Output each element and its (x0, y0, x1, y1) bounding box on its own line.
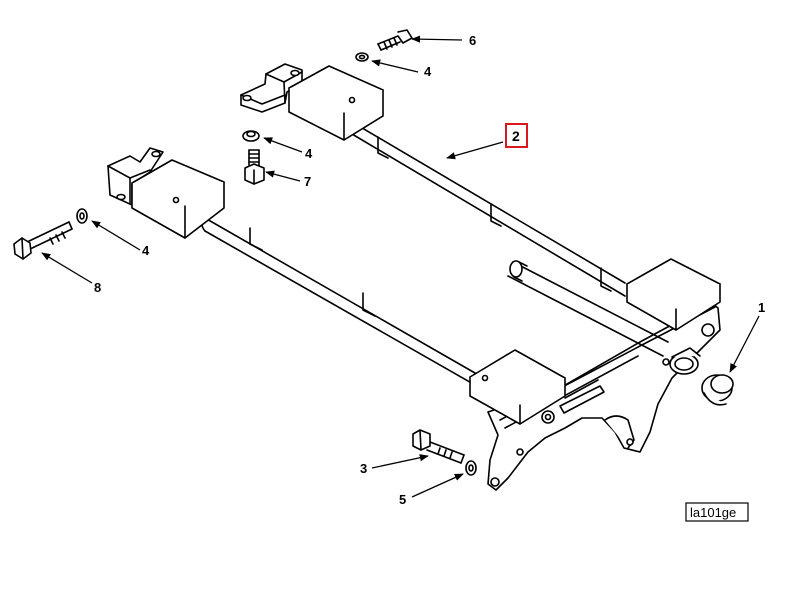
front-bearing-block (107, 147, 225, 239)
leader-2 (446, 141, 504, 160)
callout-6: 6 (469, 33, 476, 48)
screw-8 (13, 221, 73, 260)
callout-1: 1 (758, 300, 765, 315)
right-rear-bearing-block (626, 258, 721, 331)
figure-id-box: la101ge (685, 502, 749, 522)
callout-4b: 4 (305, 146, 313, 161)
back-bearing-block (240, 63, 384, 141)
callout-4a: 4 (424, 64, 432, 79)
leader-7 (265, 170, 301, 182)
highlight-box (505, 123, 528, 148)
leader-1 (729, 315, 760, 373)
leader-5 (411, 473, 464, 498)
screw-6 (377, 29, 413, 51)
leader-6 (411, 35, 463, 43)
screw-3 (412, 429, 465, 464)
figure-id: la101ge (690, 505, 736, 520)
callout-3: 3 (360, 461, 367, 476)
cross-shaft (507, 260, 701, 375)
leader-lines (41, 35, 760, 498)
callout-8: 8 (94, 280, 101, 295)
leader-4c (91, 220, 141, 251)
callout-7: 7 (304, 174, 311, 189)
leader-4a (371, 59, 419, 73)
back-guide-rod (348, 121, 626, 297)
callout-5: 5 (399, 492, 406, 507)
leader-8 (41, 252, 93, 284)
callout-4c: 4 (142, 243, 150, 258)
end-cap (701, 374, 734, 406)
right-front-bearing-block (469, 349, 566, 425)
washer-4b (242, 130, 260, 142)
washer-4c (76, 208, 88, 224)
leader-3 (371, 454, 429, 469)
washer-5 (465, 460, 477, 476)
washer-4a (355, 52, 369, 62)
leader-4b (263, 137, 303, 153)
callout-2: 2 (512, 128, 520, 144)
screw-7 (244, 149, 265, 185)
front-guide-rod (201, 217, 476, 386)
